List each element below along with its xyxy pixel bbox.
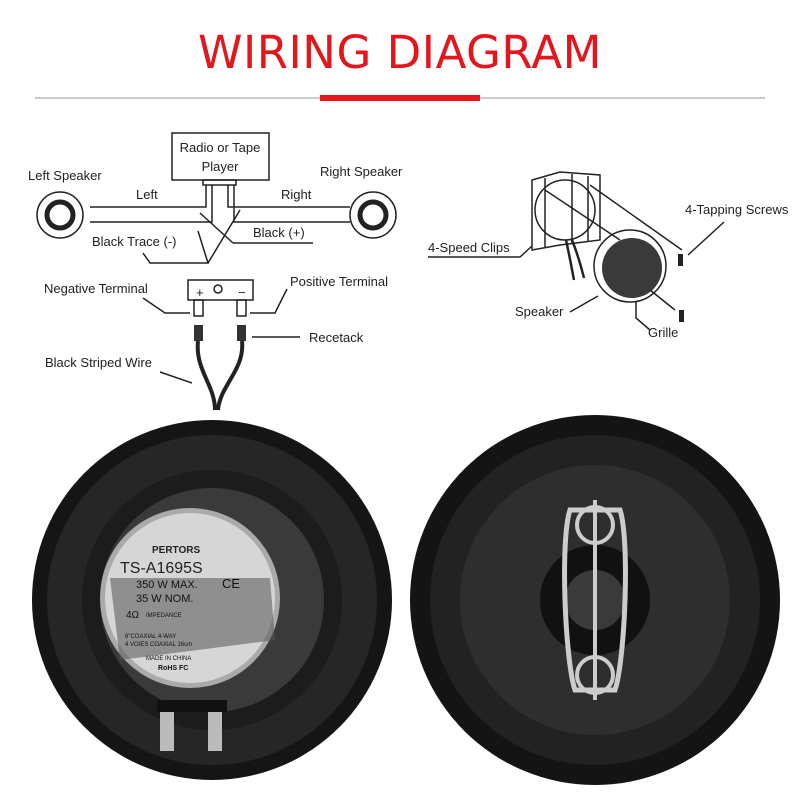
terminal-block — [187, 279, 254, 301]
speaker-label: Speaker — [515, 304, 564, 319]
wiring-diagram: Radio or Tape Player Left Speaker Right … — [28, 132, 403, 411]
left-label: Left — [136, 187, 158, 202]
radio-label: Radio or Tape — [180, 140, 261, 155]
model-label: TS-A1695S — [120, 560, 203, 577]
radio-label-2: Player — [202, 159, 240, 174]
page-title: WIRING DIAGRAM — [198, 26, 602, 79]
wires — [195, 340, 245, 411]
impedance-label: IMPEDANCE — [146, 613, 182, 619]
made-in-label: MADE IN CHINA — [146, 656, 191, 662]
speaker-back-photo: PERTORS TS-A1695S 350 W MAX. 35 W NOM. C… — [32, 420, 392, 780]
recetack-label: Recetack — [309, 330, 364, 345]
brand-label: PERTORS — [152, 545, 200, 556]
right-label: Right — [281, 187, 312, 202]
tweeter-bridge — [562, 507, 628, 693]
right-speaker-label: Right Speaker — [320, 164, 403, 179]
max-power-label: 350 W MAX. — [136, 579, 198, 591]
negative-terminal-label: Negative Terminal — [44, 281, 148, 296]
coaxial-label: 6"COAXIAL 4-WAY — [125, 634, 176, 640]
speaker-ring-icon — [593, 229, 667, 303]
impedance-value: 4Ω — [126, 610, 140, 621]
plus-sign: + — [196, 285, 204, 300]
positive-terminal-label: Positive Terminal — [290, 274, 388, 289]
grille-icon — [602, 238, 662, 298]
divider-accent — [320, 95, 480, 101]
left-speaker-icon — [36, 191, 84, 239]
voies-label: 4 VOIES COAXIAL 16cm — [125, 642, 192, 648]
tapping-screws-label: 4-Tapping Screws — [685, 202, 789, 217]
nom-power-label: 35 W NOM. — [136, 593, 193, 605]
black-trace-label: Black Trace (-) — [92, 234, 177, 249]
installation-diagram: 4-Tapping Screws 4-Speed Clips Speaker G… — [428, 171, 789, 340]
minus-sign: − — [238, 285, 246, 300]
left-speaker-label: Left Speaker — [28, 168, 102, 183]
rohs-label: RoHS FC — [158, 665, 188, 672]
ce-mark: CE — [222, 576, 240, 591]
grille-label: Grille — [648, 325, 678, 340]
black-striped-wire-label: Black Striped Wire — [45, 355, 152, 370]
black-plus-label: Black (+) — [253, 225, 305, 240]
speaker-front-photo — [410, 415, 780, 785]
speed-clips-label: 4-Speed Clips — [428, 240, 510, 255]
right-speaker-icon — [349, 191, 397, 239]
